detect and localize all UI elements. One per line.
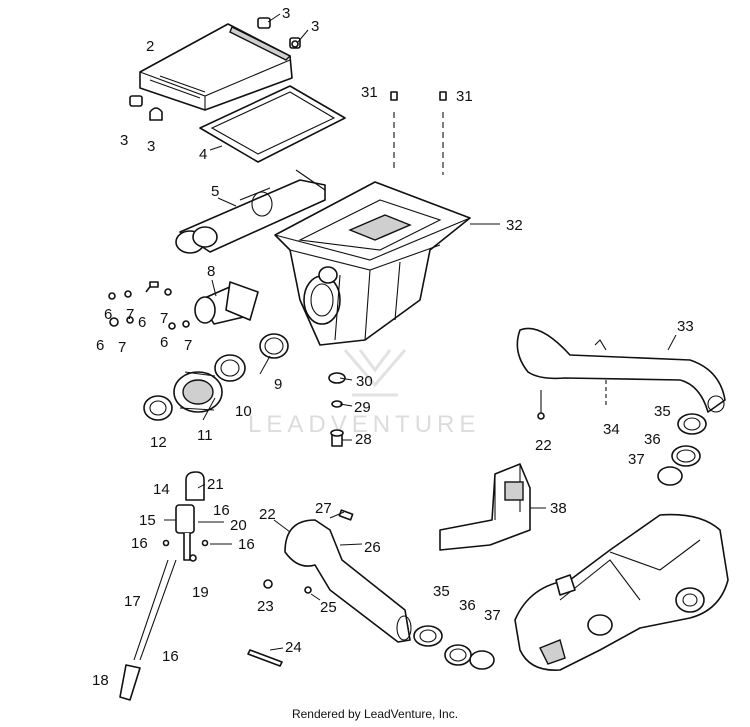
intake-tube-33 [516, 327, 726, 413]
callout-30: 30 [356, 373, 373, 390]
intake-tube-26 [284, 519, 412, 643]
callout-7: 7 [118, 339, 126, 356]
sleeve-36-right [671, 445, 701, 467]
callout-26: 26 [364, 539, 381, 556]
callout-37: 37 [484, 607, 501, 624]
airbox-cover [139, 23, 293, 111]
duct-bracket [439, 463, 531, 551]
callout-5: 5 [211, 183, 219, 200]
watermark-text: LEADVENTURE [248, 411, 480, 438]
callout-17: 17 [124, 593, 141, 610]
screw-22-right [537, 390, 545, 420]
callout-16: 16 [238, 536, 255, 553]
sleeve-36-bottom [444, 644, 472, 666]
callout-21: 21 [207, 476, 224, 493]
callout-35: 35 [654, 403, 671, 420]
screw-25 [304, 586, 312, 594]
callout-36: 36 [459, 597, 476, 614]
drain-plug [328, 372, 346, 447]
callout-3: 3 [147, 138, 155, 155]
callout-7: 7 [160, 310, 168, 327]
callout-12: 12 [150, 434, 167, 451]
callout-22: 22 [259, 506, 276, 523]
callout-6: 6 [96, 337, 104, 354]
callout-labels: 2 3 3 3 3 4 5 6 6 6 6 7 7 7 7 8 9 10 11 … [92, 5, 694, 689]
callout-11: 11 [197, 427, 213, 444]
callout-2: 2 [146, 38, 154, 55]
callout-34: 34 [603, 421, 620, 438]
callout-9: 9 [274, 376, 282, 393]
clip-fastener-top [257, 17, 301, 49]
air-filter-element [199, 85, 346, 163]
cvt-engine-housing [514, 513, 729, 671]
callout-6: 6 [104, 306, 112, 323]
callout-36: 36 [644, 431, 661, 448]
carburetor-boot [173, 371, 223, 413]
intake-duct [175, 169, 326, 254]
breather-assembly [119, 471, 209, 701]
callout-20: 20 [230, 517, 247, 534]
clamp-35-bottom [413, 625, 443, 647]
callout-3: 3 [282, 5, 290, 22]
callout-16: 16 [162, 648, 179, 665]
clamp-37-right [657, 466, 683, 486]
callout-24: 24 [285, 639, 302, 656]
callout-27: 27 [315, 500, 332, 517]
callout-10: 10 [235, 403, 252, 420]
callout-6: 6 [160, 334, 168, 351]
callout-31: 31 [361, 84, 378, 101]
callout-31: 31 [456, 88, 473, 105]
callout-7: 7 [184, 337, 192, 354]
callout-3: 3 [120, 132, 128, 149]
callout-38: 38 [550, 500, 567, 517]
callout-18: 18 [92, 672, 109, 689]
callout-28: 28 [355, 431, 372, 448]
leader-lines [164, 13, 677, 651]
callout-35: 35 [433, 583, 450, 600]
hose-clamp-9 [259, 333, 289, 359]
throttle-adapter [194, 281, 259, 325]
callout-29: 29 [354, 399, 371, 416]
callout-14: 14 [153, 481, 170, 498]
footer-credit: Rendered by LeadVenture, Inc. [291, 707, 459, 721]
callout-3: 3 [311, 18, 319, 35]
airbox-housing [274, 181, 471, 346]
callout-23: 23 [257, 598, 274, 615]
callout-4: 4 [199, 146, 207, 163]
callout-32: 32 [506, 217, 523, 234]
hose-clamp-12 [143, 395, 173, 421]
clip-27 [338, 509, 354, 521]
watermark-logo [343, 349, 407, 397]
callout-19: 19 [192, 584, 209, 601]
callout-33: 33 [677, 318, 694, 335]
nut-23 [263, 579, 273, 589]
callout-22: 22 [535, 437, 552, 454]
bolt-31 [390, 91, 447, 175]
hose-clamp-10 [214, 354, 246, 382]
screw-washer-set [108, 281, 190, 330]
callout-15: 15 [139, 512, 156, 529]
callout-8: 8 [207, 263, 215, 280]
tie-24 [247, 649, 283, 667]
clip-fastener-bottom [129, 95, 163, 121]
callout-7: 7 [126, 306, 134, 323]
callout-16: 16 [131, 535, 148, 552]
callout-6: 6 [138, 314, 146, 331]
callout-16: 16 [213, 502, 230, 519]
callout-25: 25 [320, 599, 337, 616]
clamp-37-bottom [469, 650, 495, 670]
callout-37: 37 [628, 451, 645, 468]
clamp-35-right [677, 413, 707, 435]
